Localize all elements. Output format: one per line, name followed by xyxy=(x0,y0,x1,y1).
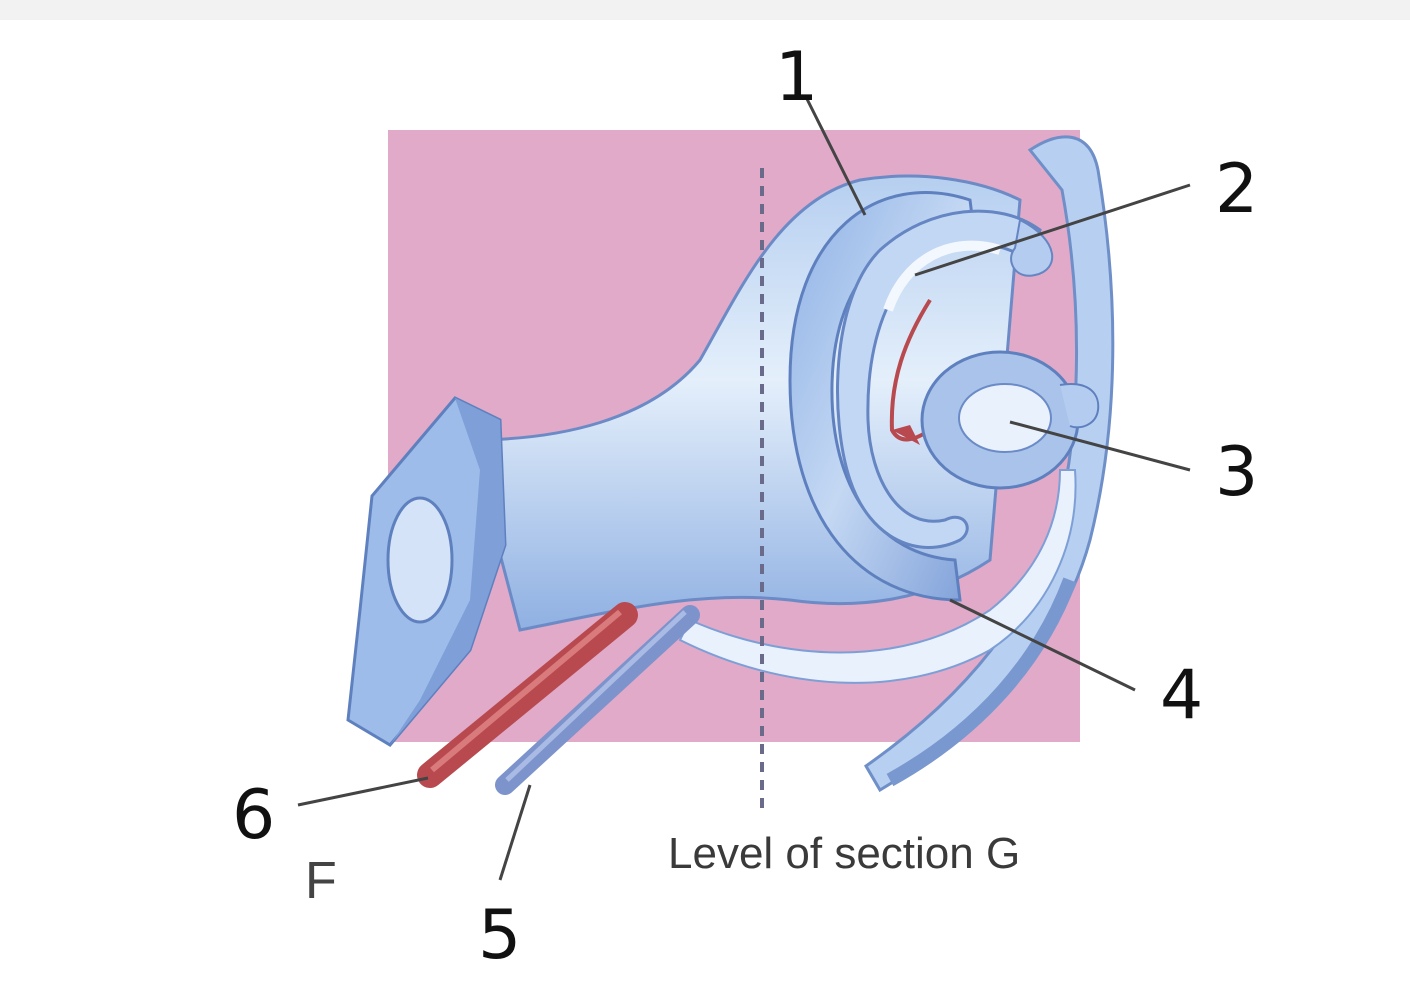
lens-stalk xyxy=(1059,383,1100,429)
artery-vessel xyxy=(417,602,638,788)
leader-4 xyxy=(949,598,1136,692)
vein-vessel xyxy=(495,605,700,795)
leader-3 xyxy=(1009,420,1191,472)
middle-ring-highlight xyxy=(883,240,1002,312)
outer-c-layer-shade xyxy=(886,577,1077,787)
upper-fold xyxy=(1010,218,1054,277)
vein-highlight xyxy=(505,610,687,782)
section-caption: Level of section G xyxy=(668,829,1020,878)
label-4: 4 xyxy=(1160,656,1203,735)
label-6: 6 xyxy=(232,776,275,855)
panel-letter: F xyxy=(305,852,337,910)
label-1: 1 xyxy=(775,38,818,117)
label-2: 2 xyxy=(1215,150,1258,229)
leader-2 xyxy=(914,183,1191,277)
artery-highlight xyxy=(430,609,622,773)
label-3: 3 xyxy=(1215,433,1258,512)
label-5: 5 xyxy=(478,896,521,975)
vessel-branch xyxy=(892,425,920,445)
lens-vesicle-lumen xyxy=(958,383,1052,453)
top-strip xyxy=(0,0,1410,20)
inner-cavity-band xyxy=(678,469,1077,684)
leader-6 xyxy=(297,776,429,807)
left-flange-opening xyxy=(386,496,454,624)
leader-1 xyxy=(803,94,867,216)
left-flange-edge xyxy=(390,398,505,745)
leader-5 xyxy=(498,784,532,881)
